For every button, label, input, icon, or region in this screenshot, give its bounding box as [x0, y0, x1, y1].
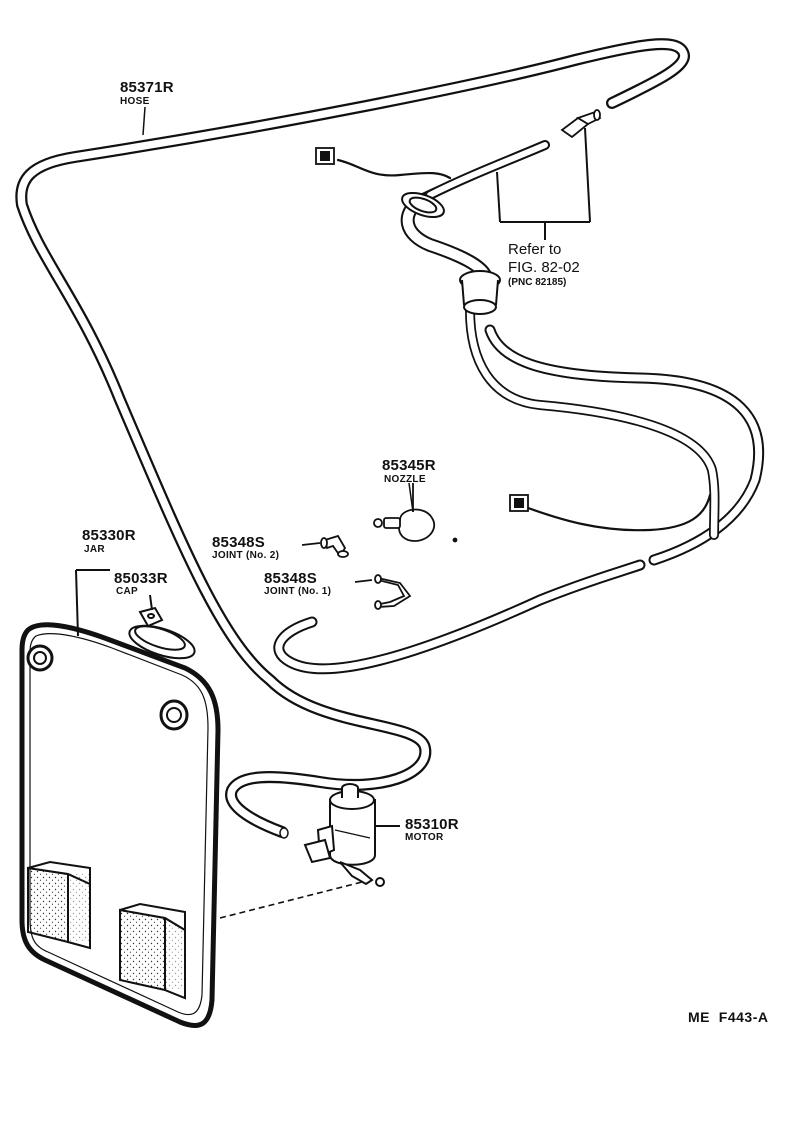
reference-line3: (PNC 82185) — [508, 277, 567, 288]
joint1-part-number: 85348S — [264, 570, 317, 587]
nozzle-85345r — [373, 483, 458, 543]
hose-right-branch — [465, 305, 720, 540]
mounting-guide-line — [219, 879, 371, 919]
motor-85310r — [303, 783, 400, 887]
wire-harness — [315, 143, 712, 532]
joint2-part-name: JOINT (No. 2) — [212, 550, 280, 561]
grommet-lower — [459, 270, 501, 315]
hose-lower-loop — [273, 324, 765, 675]
joint1-part-name: JOINT (No. 1) — [264, 586, 332, 597]
jar-foam-pads — [27, 860, 186, 1000]
nozzle-part-name: NOZZLE — [384, 474, 426, 485]
cap-85033r — [128, 594, 196, 660]
cap-part-name: CAP — [116, 586, 139, 597]
reference-line2: FIG. 82-02 — [508, 259, 580, 276]
nozzle-connector — [560, 109, 602, 139]
motor-part-name: MOTOR — [405, 832, 444, 843]
hose-upper-branch — [400, 140, 550, 282]
reference-bracket — [496, 127, 591, 240]
hose-part-number: 85371R — [120, 79, 174, 96]
jar-part-name: JAR — [84, 544, 105, 555]
grommet-upper — [401, 191, 445, 219]
joint2-part-number: 85348S — [212, 534, 265, 551]
jar-part-number: 85330R — [82, 527, 136, 544]
joint-no1 — [354, 574, 412, 610]
joint-no2 — [301, 534, 349, 558]
reference-line1: Refer to — [508, 241, 562, 258]
cap-part-number: 85033R — [114, 570, 168, 587]
motor-part-number: 85310R — [405, 816, 459, 833]
leader-lines — [142, 106, 414, 513]
figure-code: ME F443-A — [688, 1009, 769, 1025]
nozzle-part-number: 85345R — [382, 457, 436, 474]
hose-part-name: HOSE — [120, 96, 150, 107]
